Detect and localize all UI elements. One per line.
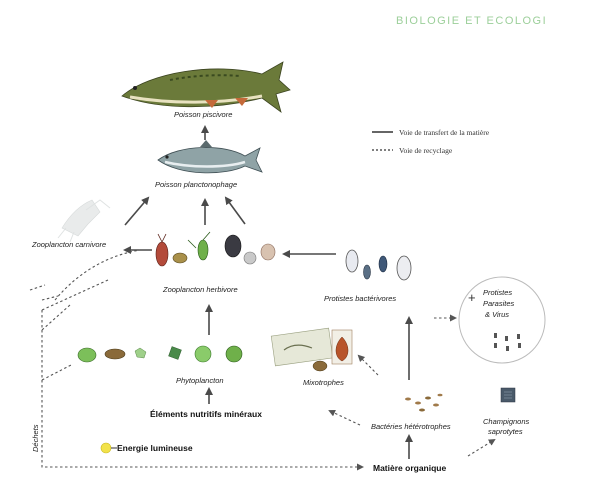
label-protistes-line1: Protistes <box>483 288 512 297</box>
plus-sign: + <box>468 290 476 305</box>
legend-transfer-label: Voie de transfert de la matière <box>399 128 490 137</box>
planktivorous-fish-illustration <box>158 140 262 173</box>
label-bacteries: Bactéries hétérotrophes <box>371 422 451 431</box>
arrow-zoo-carnivore-to-planctonophage <box>125 198 148 225</box>
protistes-bacterivores-illustration <box>346 250 411 280</box>
dashed-arrow-matiere-to-champignons <box>468 440 494 456</box>
label-poisson-piscivore: Poisson piscivore <box>174 110 232 119</box>
arrow-zoo-herbivore-right-to-planctonophage <box>226 198 245 224</box>
label-protistes-bacterivores: Protistes bactérivores <box>324 294 396 303</box>
label-mixotrophes: Mixotrophes <box>303 378 344 387</box>
label-champignons-line1: Champignons <box>483 417 530 426</box>
phytoplancton-illustration <box>78 346 242 362</box>
header-title: BIOLOGIE ET ECOLOGI <box>396 15 547 27</box>
legend: Voie de transfert de la matière Voie de … <box>372 128 490 155</box>
label-energie-lumineuse: Energie lumineuse <box>117 443 193 453</box>
label-zooplancton-herbivore: Zooplancton herbivore <box>162 285 238 294</box>
label-matiere-organique: Matière organique <box>373 463 446 473</box>
label-elements-nutritifs: Éléments nutritifs minéraux <box>150 409 262 419</box>
champignons-illustration <box>501 388 515 402</box>
label-phytoplancton: Phytoplancton <box>176 376 224 385</box>
label-parasites-line2: Parasites <box>483 299 515 308</box>
mixotrophes-illustration <box>271 328 352 371</box>
sun-icon <box>101 443 111 453</box>
zooplancton-carnivore-illustration <box>58 200 110 242</box>
label-zooplancton-carnivore: Zooplancton carnivore <box>31 240 106 249</box>
virus-particles <box>494 333 521 351</box>
bacteries-illustration <box>405 394 443 412</box>
legend-recycling-label: Voie de recyclage <box>399 146 453 155</box>
dashed-arrow-bacteries-to-mixotrophes <box>359 356 378 375</box>
dashed-arrow-bacteries-to-nutrients <box>330 411 360 425</box>
label-champignons-line2: saprotytes <box>488 427 523 436</box>
label-poisson-planctonophage: Poisson planctonophage <box>155 180 237 189</box>
pike-fish-illustration <box>122 62 290 112</box>
label-dechets: Déchets <box>31 424 40 452</box>
zooplancton-herbivore-illustration <box>156 232 275 266</box>
label-virus-line3: & Virus <box>485 310 509 319</box>
